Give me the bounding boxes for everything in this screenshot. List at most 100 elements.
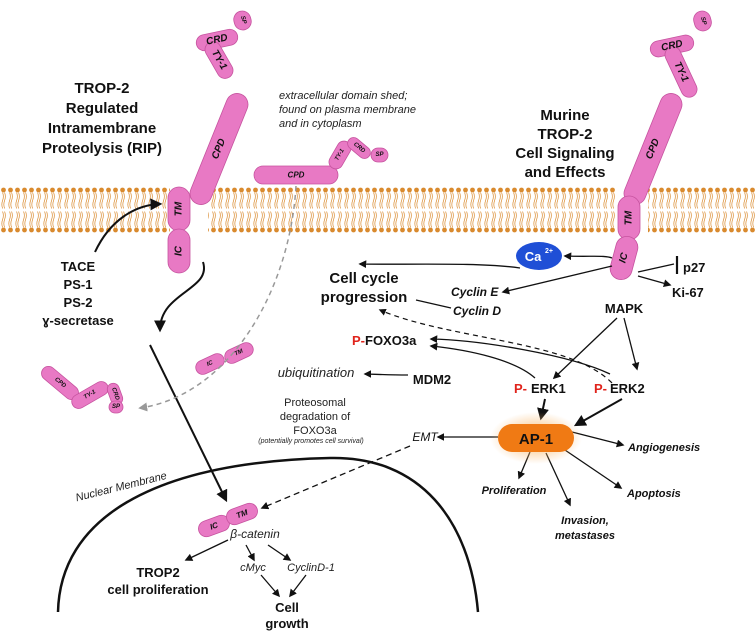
- left-trop2-protein: [167, 10, 252, 274]
- arrow-erk2-to-foxo: [429, 335, 611, 375]
- arrow-ap1-to-apoptosis: [561, 447, 623, 489]
- nuclear-membrane-label: Nuclear Membrane: [74, 470, 168, 504]
- shed-sp-label: SP: [375, 152, 384, 158]
- degradation-note: (potentially promotes cell survival): [258, 438, 363, 445]
- plasma-membrane: [0, 186, 756, 234]
- signaling-arrows: [184, 252, 679, 598]
- degradation-line-2: degradation of: [280, 411, 351, 423]
- arrow-ic-to-ki67: [637, 275, 672, 288]
- angiogenesis-label: Angiogenesis: [627, 442, 700, 454]
- nuc-tm-label: TM: [235, 508, 249, 521]
- cell-growth-line-1: Cell: [275, 600, 299, 615]
- arrow-ic-to-cycline: [501, 265, 613, 295]
- cytoplasmic-extracellular-fragment: [41, 365, 124, 414]
- left-title-line-3: Intramembrane: [48, 120, 156, 137]
- left-ty1-segment: [204, 41, 234, 79]
- cleaved-tm-ic-fragment: [195, 342, 254, 375]
- degradation-line-3: FOXO3a: [293, 425, 337, 437]
- p27-label: p27: [683, 260, 705, 275]
- arrow-emt-to-nucleus-dashed: [260, 445, 411, 510]
- left-sp-label: SP: [239, 15, 247, 25]
- shed-note-line-1: extracellular domain shed;: [279, 90, 407, 102]
- protease-ps2: PS-2: [64, 295, 93, 310]
- ap1-label: AP-1: [519, 431, 553, 448]
- p-foxo3a-label: P-FOXO3a: [352, 333, 417, 348]
- cell-cycle-line-1: Cell cycle: [329, 270, 398, 287]
- mapk-label: MAPK: [605, 301, 644, 316]
- protease-gamma-secretase: ɣ-secretase: [42, 313, 114, 328]
- arrows: [94, 198, 228, 503]
- left-title-line-4: Proteolysis (RIP): [42, 140, 162, 157]
- frag-ic-label: IC: [206, 360, 215, 368]
- right-trop2-protein: [609, 10, 712, 281]
- right-title-line-2: TROP-2: [537, 126, 592, 143]
- erk2-phospho: P-: [594, 381, 607, 396]
- left-title-line-1: TROP-2: [74, 80, 129, 97]
- arrow-proteases-to-tm: [94, 198, 163, 253]
- calcium-label: Ca: [525, 249, 542, 264]
- right-ic-label: IC: [617, 251, 630, 264]
- frag-sp-label: SP: [112, 404, 121, 410]
- proliferation-label: Proliferation: [482, 485, 547, 497]
- protease-tace: TACE: [61, 259, 96, 274]
- foxo-name: FOXO3a: [365, 333, 417, 348]
- shed-extracellular-domain: [253, 137, 389, 185]
- left-ic-segment: [167, 228, 191, 274]
- arrow-cmyc-to-growth: [260, 574, 281, 598]
- arrow-cyclind1-to-growth: [289, 574, 307, 598]
- arrow-erk1-to-foxo: [429, 342, 536, 379]
- frag-ty1-label: TY-1: [83, 389, 97, 401]
- arrow-ic-to-ca: [563, 252, 613, 261]
- right-ty1-segment: [664, 46, 698, 98]
- invasion-line-1: Invasion,: [561, 515, 609, 527]
- frag-crd-label: CRD: [110, 387, 120, 402]
- calcium-ion: [516, 242, 562, 270]
- trop2-prolif-line-1: TROP2: [136, 565, 179, 580]
- erk1-phospho: P-: [514, 381, 527, 396]
- cyclind1-label: CyclinD-1: [287, 562, 335, 574]
- left-tm-label: TM: [174, 201, 185, 216]
- arrow-mapk-to-erk1: [552, 317, 618, 380]
- cyclin-d-label: Cyclin D: [453, 304, 501, 318]
- right-sp-label: SP: [699, 16, 707, 26]
- beta-catenin-label: β-catenin: [229, 527, 280, 541]
- arrow-erk2-to-ap1: [573, 398, 623, 427]
- arrow-fragment-to-nucleus: [149, 344, 228, 503]
- erk1-name: ERK1: [531, 381, 566, 396]
- degradation-line-1: Proteosomal: [284, 397, 346, 409]
- right-tm-label: TM: [624, 210, 635, 225]
- ap1-node: [498, 424, 574, 452]
- apoptosis-label: Apoptosis: [626, 488, 681, 500]
- shed-note-line-2: found on plasma membrane: [279, 104, 416, 116]
- right-title-line-1: Murine: [540, 107, 589, 124]
- arrow-beta-to-trop2: [184, 539, 229, 561]
- left-title-line-2: Regulated: [66, 100, 139, 117]
- left-cpd-segment: [189, 93, 249, 205]
- arrow-beta-to-cyclind1: [267, 544, 292, 561]
- cell-growth-line-2: growth: [265, 616, 308, 631]
- cell-cycle-line-2: progression: [321, 289, 408, 306]
- protease-list: TACE PS-1 PS-2 ɣ-secretase: [42, 259, 114, 328]
- foxo-phospho: P-: [352, 333, 365, 348]
- arrow-mdm2-to-ubiq: [363, 370, 409, 378]
- right-crd-label: CRD: [660, 38, 683, 53]
- right-title-line-4: and Effects: [525, 164, 606, 181]
- arrow-beta-to-cmyc: [245, 544, 255, 562]
- left-crd-label: CRD: [205, 32, 228, 47]
- p-erk2-label: P-ERK2: [594, 381, 645, 396]
- shed-ty1-label: TY-1: [334, 147, 346, 161]
- ubiquitination-label: ubiquitination: [278, 365, 355, 380]
- right-sp-segment: [693, 10, 712, 32]
- nuclear-ic-tm-fragment: [198, 502, 258, 538]
- shed-note-line-3: and in cytoplasm: [279, 118, 362, 130]
- arrow-mapk-to-erk2: [623, 317, 640, 371]
- line-cyclind: [415, 299, 452, 309]
- cyclin-e-label: Cyclin E: [451, 285, 499, 299]
- mdm2-label: MDM2: [413, 372, 451, 387]
- emt-label: EMT: [412, 430, 439, 444]
- protease-ps1: PS-1: [64, 277, 93, 292]
- cmyc-label: cMyc: [240, 562, 266, 574]
- ki67-label: Ki-67: [672, 285, 704, 300]
- arrow-ca-to-cellcycle: [358, 260, 521, 269]
